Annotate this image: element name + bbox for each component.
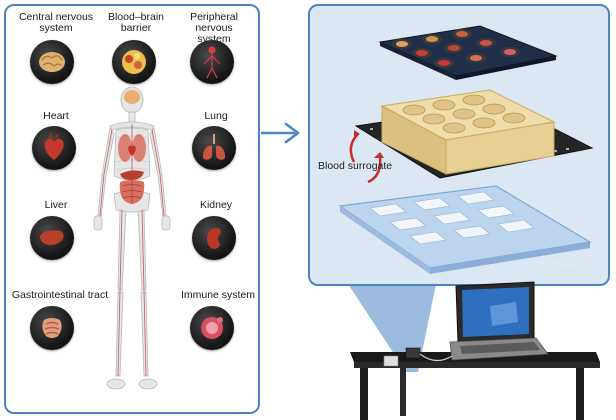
sensor-chip-array: [338, 185, 592, 274]
label-liver: Liver: [44, 199, 68, 211]
brain-icon: [30, 40, 74, 84]
label-cns: Central nervous system: [18, 11, 94, 34]
organ-sample-wells: [392, 29, 520, 68]
label-lung: Lung: [204, 110, 228, 122]
label-gi: Gastrointestinal tract: [11, 289, 109, 301]
intestine-icon: [30, 306, 74, 350]
heart-icon: [32, 126, 76, 170]
label-immune: Immune system: [180, 289, 256, 301]
lung-icon: [192, 126, 236, 170]
laptop: [449, 281, 549, 361]
immune-system-icon: [190, 306, 234, 350]
nervous-system-icon: [190, 40, 234, 84]
kidney-icon: [192, 216, 236, 260]
organ-chip-device-illustration: [338, 25, 594, 274]
label-pns: Peripheral nervous system: [190, 11, 238, 45]
controller-box: [383, 347, 453, 367]
liver-icon: [30, 216, 74, 260]
label-heart: Heart: [43, 110, 69, 122]
blood-surrogate-label: Blood surrogate: [318, 160, 393, 172]
connector-arrow-icon: [260, 122, 300, 144]
label-kidney: Kidney: [199, 199, 233, 211]
blood-brain-barrier-icon: [112, 40, 156, 84]
human-skeleton-illustration: [93, 86, 171, 390]
desk-laptop-illustration: [350, 281, 600, 420]
gel-culture-block: [380, 89, 556, 175]
label-bbb: Blood–brain barrier: [107, 11, 165, 34]
